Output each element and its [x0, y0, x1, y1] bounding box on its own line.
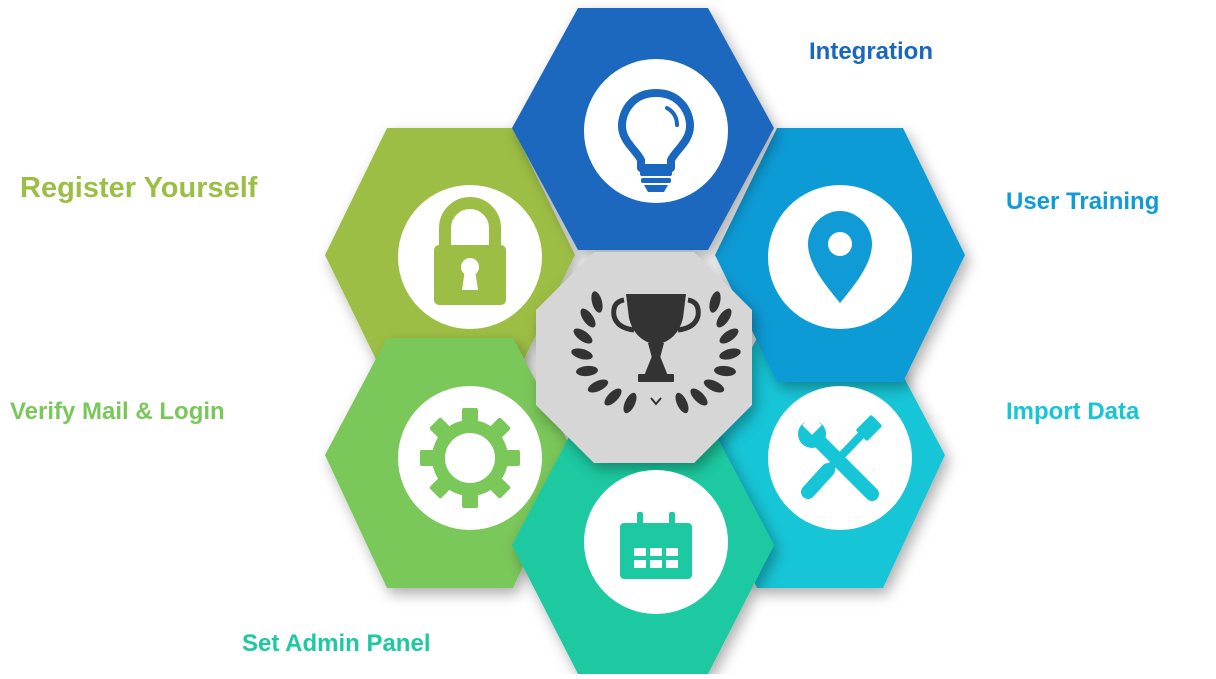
tools-icon — [798, 415, 882, 501]
lightbulb-icon — [618, 89, 694, 192]
center-octagon — [536, 252, 752, 463]
gear-icon — [420, 408, 520, 508]
label-user-training: User Training — [1006, 188, 1160, 215]
calendar-icon — [620, 512, 692, 579]
lock-icon — [434, 197, 506, 305]
label-integration: Integration — [809, 38, 933, 65]
trophy-laurel-icon — [571, 291, 741, 414]
label-import-data: Import Data — [1006, 398, 1140, 425]
label-verify-mail-login: Verify Mail & Login — [10, 398, 225, 425]
map-pin-icon — [808, 211, 872, 303]
label-register-yourself: Register Yourself — [20, 172, 258, 204]
icon-circle — [584, 59, 728, 203]
label-set-admin-panel: Set Admin Panel — [242, 630, 431, 657]
